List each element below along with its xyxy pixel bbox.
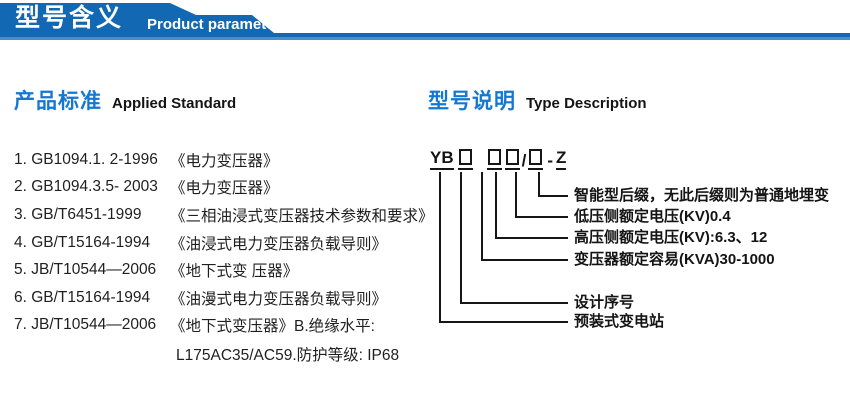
type-description-heading-en: Type Description xyxy=(526,95,647,112)
applied-standard-heading: 产品标准 Applied Standard xyxy=(14,85,236,115)
header-banner xyxy=(0,3,850,37)
standard-code: 5. JB/T10544—2006 xyxy=(14,261,157,279)
standard-title: 《油漫式电力变压器负载导则》 xyxy=(170,290,388,308)
model-label-smart-suffix: 智能型后缀，无此后缀则为普通地埋变 xyxy=(574,187,830,204)
standard-code: 3. GB/T6451-1999 xyxy=(14,205,142,223)
applied-standard-heading-en: Applied Standard xyxy=(112,95,237,112)
model-label-rated-capacity: 变压器额定容易(KVA)30-1000 xyxy=(574,251,775,268)
standard-item-continuation: L175AC35/AC59.防护等级: IP68 xyxy=(176,346,400,364)
header-banner-underline xyxy=(0,37,850,40)
standard-title: 《电力变压器》 xyxy=(170,152,279,170)
applied-standard-heading-zh: 产品标准 xyxy=(14,90,102,113)
page-subtitle: Product parameters xyxy=(147,16,289,33)
standard-title: 《地下式变 压器》 xyxy=(170,263,299,281)
standard-item: 7. JB/T10544—2006 《地下式变压器》B.绝缘水平: xyxy=(14,312,434,340)
model-suffix: Z xyxy=(556,149,567,170)
standard-code: 2. GB1094.3.5- 2003 xyxy=(14,178,158,196)
standard-code: 6. GB/T15164-1994 xyxy=(14,288,151,306)
model-label-hv-rated-voltage: 高压侧额定电压(KV):6.3、12 xyxy=(574,229,768,246)
standard-item: 5. JB/T10544—2006 《地下式变 压器》 xyxy=(14,256,434,284)
standard-item: 1. GB1094.1. 2-1996 《电力变压器》 xyxy=(14,146,434,174)
standard-item: 4. GB/T15164-1994 《油浸式电力变压器负载导则》 xyxy=(14,229,434,257)
type-description-heading: 型号说明 Type Description xyxy=(428,85,647,115)
model-label-prefab-substation: 预装式变电站 xyxy=(574,313,665,330)
model-prefix: YB xyxy=(430,149,454,170)
model-separator: / xyxy=(521,151,527,170)
page-title: 型号含义 xyxy=(15,4,124,32)
standard-title: 《三相油浸式变压器技术参数和要求》 xyxy=(170,207,434,225)
model-dash: - xyxy=(547,151,554,170)
standard-item: 2. GB1094.3.5- 2003 《电力变压器》 xyxy=(14,174,434,202)
model-placeholder-box-icon xyxy=(528,149,544,170)
type-description-heading-zh: 型号说明 xyxy=(428,90,516,113)
standard-code: 1. GB1094.1. 2-1996 xyxy=(14,150,158,168)
standard-title: 《油浸式电力变压器负载导则》 xyxy=(170,235,388,253)
model-code: YB / - Z xyxy=(430,148,567,170)
standard-item: 6. GB/T15164-1994 《油漫式电力变压器负载导则》 xyxy=(14,284,434,312)
standard-code: 7. JB/T10544—2006 xyxy=(14,316,157,334)
model-placeholder-box-icon xyxy=(457,149,473,170)
model-label-lv-rated-voltage: 低压侧额定电压(KV)0.4 xyxy=(574,208,731,225)
standard-item: 3. GB/T6451-1999 《三相油浸式变压器技术参数和要求》 xyxy=(14,201,434,229)
model-placeholder-box-icon xyxy=(504,149,520,170)
standard-title: 《地下式变压器》B.绝缘水平: xyxy=(170,318,375,336)
model-placeholder-box-icon xyxy=(486,149,502,170)
standards-list: 1. GB1094.1. 2-1996 《电力变压器》 2. GB1094.3.… xyxy=(14,146,434,368)
standard-code: 4. GB/T15164-1994 xyxy=(14,233,151,251)
standard-title: 《电力变压器》 xyxy=(170,180,279,198)
model-label-design-serial: 设计序号 xyxy=(574,294,635,311)
